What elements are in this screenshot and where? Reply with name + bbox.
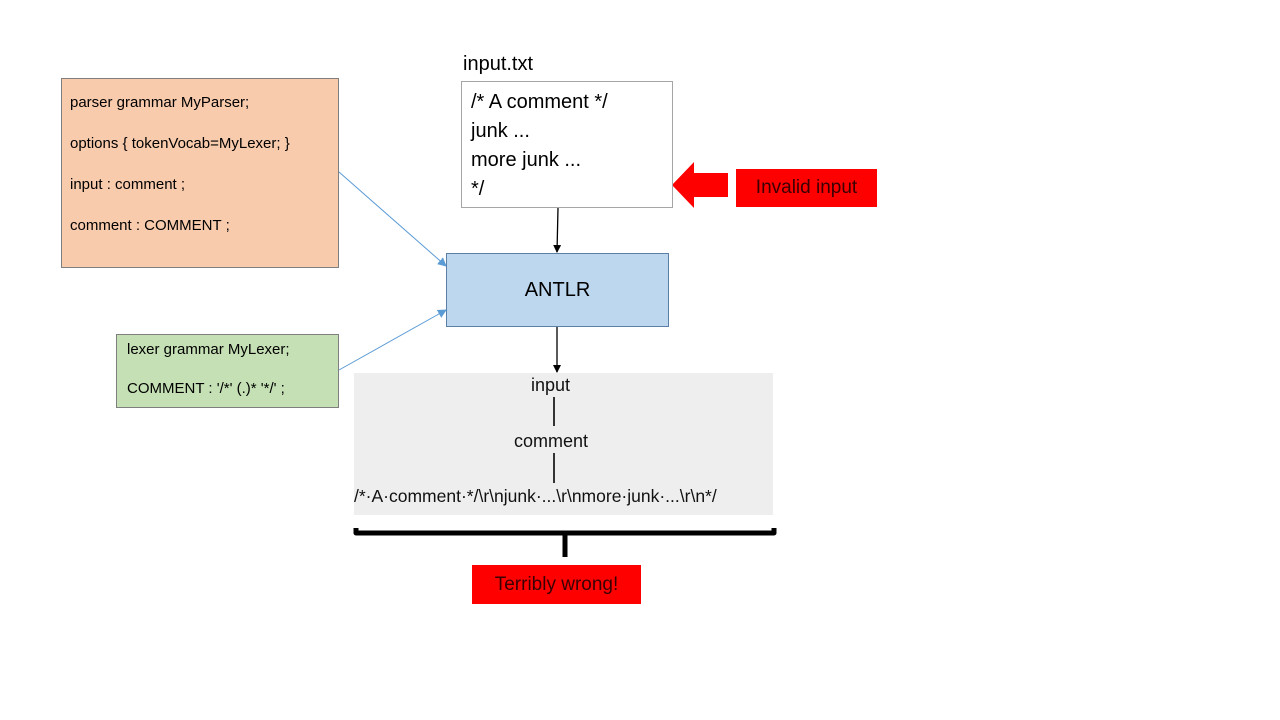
tree-edge bbox=[553, 453, 555, 483]
invalid-input-text: Invalid input bbox=[755, 177, 858, 198]
tree-node-leaf: /*·A·comment·*/\r\njunk·...\r\nmore·junk… bbox=[354, 486, 717, 506]
input-to-antlr-arrow bbox=[553, 207, 562, 253]
parser-grammar-line: comment : COMMENT ; bbox=[70, 217, 230, 234]
input-file-line: /* A comment */ bbox=[471, 91, 608, 113]
terribly-wrong-label: Terribly wrong! bbox=[472, 565, 641, 604]
input-file-line: junk ... bbox=[471, 120, 530, 142]
lexer-grammar-line: COMMENT : '/*' (.)* '*/' ; bbox=[127, 380, 285, 397]
parse-tree-panel: input comment /*·A·comment·*/\r\njunk·..… bbox=[354, 373, 773, 515]
parser-to-antlr-arrow bbox=[338, 171, 447, 267]
curly-brace bbox=[353, 528, 777, 536]
lexer-grammar-line: lexer grammar MyLexer; bbox=[127, 341, 290, 358]
terribly-wrong-text: Terribly wrong! bbox=[494, 573, 619, 595]
parser-grammar-line: options { tokenVocab=MyLexer; } bbox=[70, 135, 290, 152]
parser-grammar-line: parser grammar MyParser; bbox=[70, 94, 250, 111]
input-file-box: /* A comment */ junk ... more junk ... *… bbox=[461, 81, 673, 208]
parser-grammar-line: input : comment ; bbox=[70, 176, 186, 193]
parser-grammar-box: parser grammar MyParser; options { token… bbox=[61, 78, 339, 268]
input-file-line: more junk ... bbox=[471, 149, 582, 171]
lexer-to-antlr-arrow bbox=[338, 309, 447, 371]
tree-edge bbox=[553, 397, 555, 426]
lexer-grammar-box: lexer grammar MyLexer; COMMENT : '/*' (.… bbox=[116, 334, 339, 408]
invalid-input-label: Invalid input bbox=[736, 169, 877, 207]
block-arrow-left bbox=[672, 162, 728, 208]
tree-node-root: input bbox=[531, 375, 571, 395]
input-file-title: input.txt bbox=[463, 53, 534, 75]
input-file-line: */ bbox=[471, 178, 485, 200]
antlr-label: ANTLR bbox=[524, 278, 591, 301]
antlr-tool-box: ANTLR bbox=[446, 253, 669, 327]
tree-node-comment: comment bbox=[514, 431, 589, 451]
